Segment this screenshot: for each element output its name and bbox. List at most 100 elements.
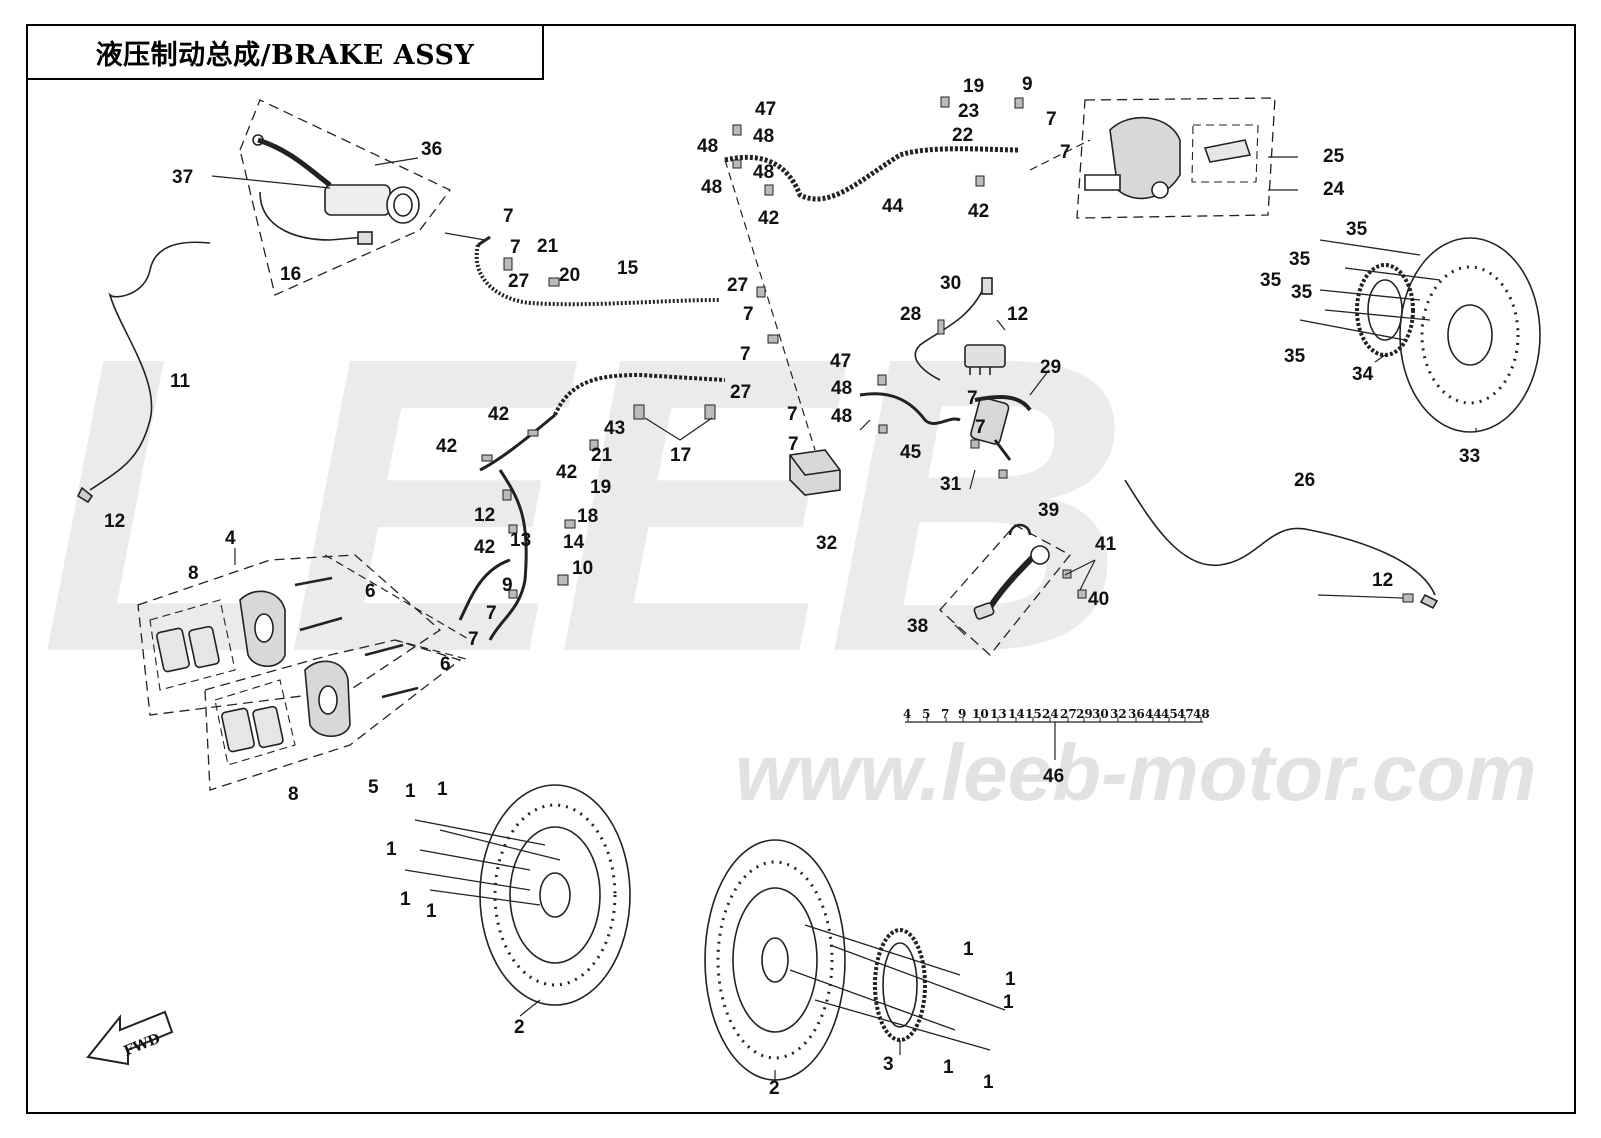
title-box: 液压制动总成/BRAKE ASSY [26, 24, 544, 80]
callout-35-b: 35 [1289, 249, 1311, 270]
callout-1-b: 1 [437, 779, 448, 800]
brake-pedal-38 [973, 545, 1050, 620]
callout-1-a: 1 [405, 781, 416, 802]
brake-hose-44 [724, 146, 1021, 202]
callout-28: 28 [900, 304, 921, 325]
kit-46-member-list: 4 5 7 9 10 13 14 15 24 27 29 30 32 36 44… [903, 707, 1210, 721]
callout-38: 38 [907, 616, 928, 637]
callout-14: 14 [563, 532, 585, 553]
kit-item: 27 [1060, 707, 1077, 721]
kit-item: 5 [922, 707, 930, 721]
callout-42-f: 42 [474, 537, 495, 558]
callout-1-f: 1 [963, 939, 974, 960]
rear-caliper-group-outline [1076, 97, 1276, 219]
callout-24: 24 [1323, 179, 1345, 200]
callout-42-d: 42 [436, 436, 457, 457]
callout-46: 46 [1043, 766, 1064, 787]
kit-item: 9 [958, 707, 966, 721]
callout-47-b: 47 [830, 351, 851, 372]
pads-8-outline-a [149, 599, 236, 691]
callout-7-c: 7 [1046, 109, 1057, 130]
caliper-5 [304, 660, 351, 738]
brake-hose-17 [553, 372, 726, 416]
brake-lever [252, 134, 332, 187]
callout-10: 10 [572, 558, 593, 579]
callout-43: 43 [604, 418, 625, 439]
spring-39 [1008, 523, 1032, 536]
callout-20: 20 [559, 265, 580, 286]
callout-45: 45 [900, 442, 922, 463]
callout-4: 4 [225, 528, 236, 549]
watermark-url: www.leeb-motor.com [735, 728, 1537, 817]
callout-35-c: 35 [1260, 270, 1282, 291]
callout-8-b: 8 [288, 784, 299, 805]
drawing-frame [26, 24, 1576, 1114]
callout-12-left: 12 [104, 511, 125, 532]
callout-7-i: 7 [486, 603, 497, 624]
abs-ring-3 [873, 928, 927, 1042]
callout-1-h: 1 [1003, 992, 1014, 1013]
rear-pads-outline [1191, 124, 1259, 183]
callout-7-k: 7 [967, 388, 978, 409]
washer-tag-48b: 48 [753, 162, 774, 183]
front-disc-bolts-1b [789, 924, 1006, 1051]
kit-46-ticks [907, 717, 1202, 722]
callout-32: 32 [816, 533, 837, 554]
callout-39: 39 [1038, 500, 1059, 521]
kit-item: 44 [1145, 707, 1162, 721]
relay-12 [964, 344, 1006, 375]
callout-42-e: 42 [556, 462, 577, 483]
rear-disc-bolts-35 [1299, 239, 1441, 341]
rear-master-cylinder-29 [970, 397, 1012, 461]
callout-5: 5 [368, 777, 379, 798]
leader-lines [211, 156, 1477, 1080]
abs-modulator-32 [789, 449, 841, 496]
callout-7-d: 7 [1060, 142, 1071, 163]
callout-48-a: 48 [697, 136, 718, 157]
caliper-group-4-outline [137, 554, 442, 716]
watermark: LEEB www.leeb-motor.com [40, 271, 1537, 817]
front-brake-disc-2a [479, 784, 631, 1006]
callout-12-c: 12 [1007, 304, 1028, 325]
caliper-bolts-6 [294, 576, 419, 699]
callout-25: 25 [1323, 146, 1345, 167]
callout-12-b: 12 [474, 505, 495, 526]
callout-35-d: 35 [1291, 282, 1313, 303]
brake-hose-14 [458, 558, 511, 621]
callout-42-c: 42 [488, 404, 509, 425]
brake-pads-8b [221, 705, 284, 753]
abs-sensor-cable-26 [1124, 479, 1436, 596]
callout-11: 11 [170, 371, 191, 392]
callout-44: 44 [882, 196, 904, 217]
brake-hose-13 [488, 469, 528, 641]
callout-12-d: 12 [1372, 570, 1393, 591]
master-cylinder-group-outline [239, 99, 451, 296]
callout-7-b: 7 [510, 237, 521, 258]
fwd-arrow-icon [86, 1010, 174, 1066]
callout-30: 30 [940, 273, 961, 294]
callout-1-c: 1 [386, 839, 397, 860]
kit-item: 45 [1161, 707, 1178, 721]
kit-item: 4 [903, 707, 911, 721]
callout-47-a: 47 [755, 99, 776, 120]
callout-17: 17 [670, 445, 691, 466]
callout-7-j: 7 [468, 629, 479, 650]
callout-19-b: 19 [590, 477, 611, 498]
callout-27-a: 27 [508, 271, 529, 292]
callout-1-g: 1 [1005, 969, 1016, 990]
rear-pad-25 [1203, 139, 1252, 163]
callout-27-b: 27 [727, 275, 748, 296]
callout-13: 13 [510, 530, 531, 551]
callout-7-a: 7 [503, 206, 514, 227]
sensor-wire-30 [914, 284, 986, 381]
callout-1-d: 1 [400, 889, 411, 910]
callout-labels: 37 36 16 11 12 7 7 21 27 20 15 47 48 48 … [104, 74, 1480, 1099]
callout-34: 34 [1352, 364, 1374, 385]
callout-1-j: 1 [983, 1072, 994, 1093]
caliper-group-5-outline [204, 639, 462, 791]
callout-48-b: 48 [701, 177, 722, 198]
rear-caliper-24 [1084, 116, 1181, 200]
front-brake-disc-2b [704, 839, 846, 1081]
kit-item: 10 [972, 707, 989, 721]
kit-item: 47 [1177, 707, 1194, 721]
